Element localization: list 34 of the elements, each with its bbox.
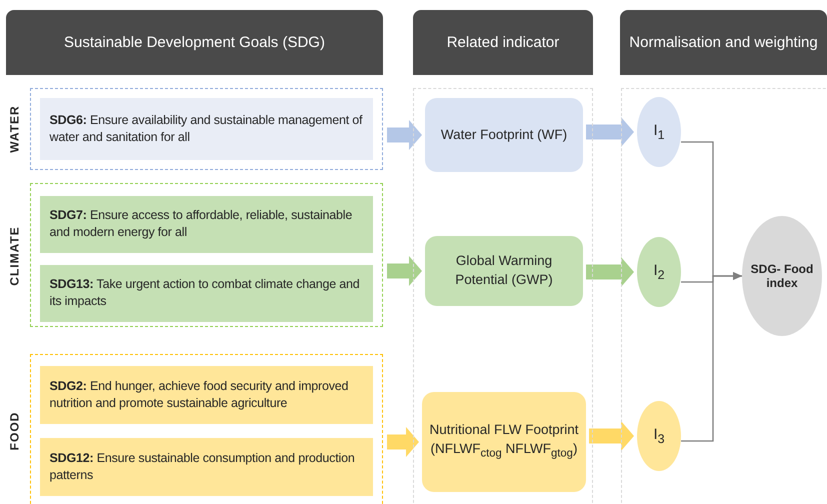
goal-box bbox=[40, 366, 372, 424]
indicator-text: Global Warming Potential (GWP) bbox=[454, 252, 554, 289]
goal-text: SDG2: End hunger, achieve food security and improved nutrition and promote sustainable agriculture bbox=[50, 378, 350, 412]
header-title: Related indicator bbox=[446, 34, 560, 51]
indicator-text: Nutritional FLW Footprint (NFLWF$_{ctog}$ NFLWF$_{gtog}$) bbox=[428, 421, 580, 462]
node-label: I$_{2}$ bbox=[653, 262, 665, 282]
header-title: Sustainable Development Goals (SDG) bbox=[64, 34, 325, 51]
header-box bbox=[620, 10, 827, 75]
category-label: CLIMATE bbox=[7, 226, 22, 286]
header-title: Normalisation and weighting bbox=[629, 34, 818, 51]
indicator-text: Water Footprint (WF) bbox=[440, 126, 568, 144]
block-arrow bbox=[387, 256, 422, 286]
category-label: WATER bbox=[7, 105, 22, 153]
node-label: SDG- Food index bbox=[750, 262, 814, 290]
goal-text: SDG6: Ensure availability and sustainable management of water and sanitation for all bbox=[50, 112, 362, 146]
goal-box bbox=[40, 438, 372, 496]
block-arrow bbox=[589, 421, 634, 451]
category-label: FOOD bbox=[6, 412, 21, 450]
indicator-box bbox=[422, 392, 586, 492]
block-arrow bbox=[586, 117, 634, 147]
header-box bbox=[6, 10, 383, 75]
block-arrow bbox=[387, 120, 422, 150]
node-label: I$_{1}$ bbox=[653, 122, 665, 142]
block-arrow bbox=[387, 427, 419, 457]
indicator-box bbox=[425, 98, 583, 172]
goal-text: SDG13: Take urgent action to combat climate change and its impacts bbox=[50, 276, 361, 310]
goal-box bbox=[40, 264, 372, 322]
goal-text: SDG7: Ensure access to affordable, reliable, sustainable and modern energy for all bbox=[50, 207, 354, 241]
goal-box bbox=[40, 196, 372, 252]
header-box bbox=[413, 10, 593, 75]
goal-text: SDG12: Ensure sustainable consumption and production patterns bbox=[50, 450, 356, 484]
node-label: I$_{3}$ bbox=[653, 426, 665, 446]
connector-arrow bbox=[681, 272, 742, 442]
indicator-box bbox=[425, 236, 583, 306]
